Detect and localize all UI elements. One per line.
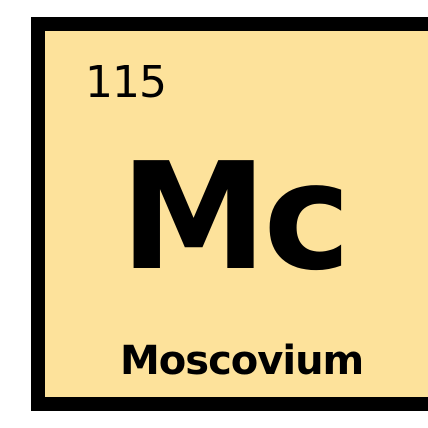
element-symbol: Mc — [120, 131, 351, 303]
atomic-number: 115 — [85, 57, 167, 108]
element-name: Moscovium — [120, 338, 364, 384]
element-tile: 115 Mc Moscovium — [31, 17, 428, 411]
